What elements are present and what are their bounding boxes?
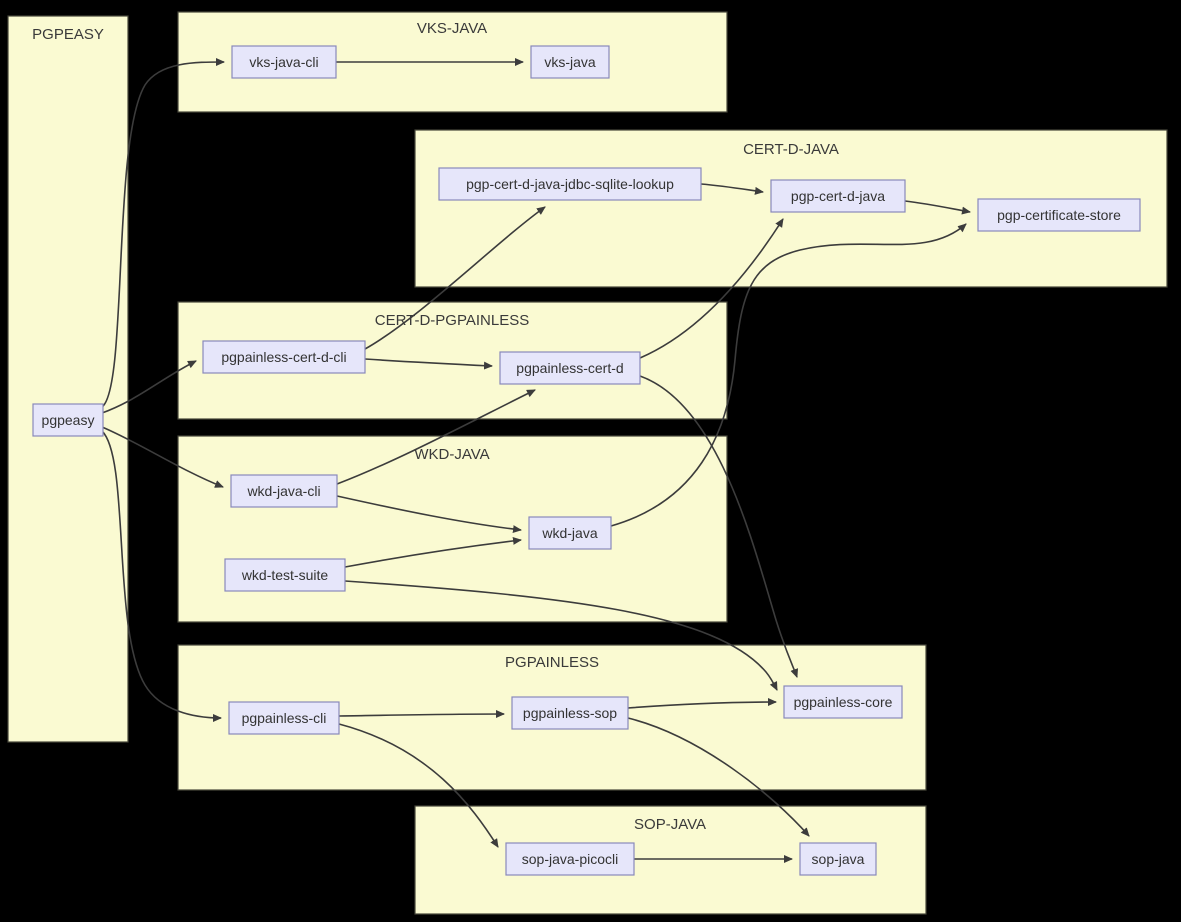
node-pgp-cert-d-java-label: pgp-cert-d-java	[791, 188, 885, 204]
edge-wkd-test-suite-pgpainless-core	[344, 580, 778, 691]
node-pgpainless-sop: pgpainless-sop	[511, 696, 629, 730]
node-pgp-certificate-store-label: pgp-certificate-store	[997, 207, 1121, 223]
node-sop-java-picocli-box	[505, 842, 635, 876]
edge-pgp-cert-d-java-pgp-certificate-store	[904, 200, 971, 215]
cluster-sop-java-label: SOP-JAVA	[634, 816, 706, 833]
edge-pgpainless-sop-sop-java	[627, 717, 810, 837]
edge-wkd-test-suite-wkd-java	[344, 536, 522, 568]
node-wkd-java-label: wkd-java	[541, 525, 597, 541]
node-wkd-java-cli-label: wkd-java-cli	[246, 483, 320, 499]
edge-pgpainless-cli-pgpainless-sop	[338, 710, 505, 719]
node-vks-java-cli: vks-java-cli	[231, 45, 337, 79]
node-pgpeasy-label: pgpeasy	[42, 412, 95, 428]
cluster-wkd-java-label: WKD-JAVA	[414, 446, 489, 463]
node-sop-java-picocli-label: sop-java-picocli	[522, 851, 618, 867]
node-pgp-certificate-store: pgp-certificate-store	[977, 198, 1141, 232]
node-pgpainless-cli: pgpainless-cli	[228, 701, 340, 735]
node-wkd-java-box	[528, 516, 612, 550]
node-pgpainless-cert-d-cli-box	[202, 340, 366, 374]
node-pgpainless-cli-label: pgpainless-cli	[242, 710, 327, 726]
edge-pgpainless-sop-pgpainless-core	[627, 698, 777, 709]
node-pgpainless-cert-d-cli-label: pgpainless-cert-d-cli	[221, 349, 346, 365]
node-pgp-certificate-store-box	[977, 198, 1141, 232]
node-vks-java-cli-box	[231, 45, 337, 79]
edge-wkd-java-pgp-certificate-store	[610, 223, 967, 527]
node-vks-java-box	[530, 45, 610, 79]
node-sop-java-label: sop-java	[812, 851, 865, 867]
node-pgpeasy: pgpeasy	[32, 403, 104, 437]
node-pgpainless-sop-box	[511, 696, 629, 730]
node-vks-java: vks-java	[530, 45, 610, 79]
node-vks-java-label: vks-java	[544, 54, 596, 70]
node-pgpainless-cert-d-label: pgpainless-cert-d	[516, 360, 623, 376]
node-pgpainless-cert-d-cli: pgpainless-cert-d-cli	[202, 340, 366, 374]
node-wkd-java-cli-box	[230, 474, 338, 508]
node-pgp-cert-d-java: pgp-cert-d-java	[770, 179, 906, 213]
node-wkd-test-suite-label: wkd-test-suite	[241, 567, 329, 583]
node-pgp-cert-d-java-jdbc-sqlite-lookup: pgp-cert-d-java-jdbc-sqlite-lookup	[438, 167, 702, 201]
node-pgp-cert-d-java-jdbc-sqlite-lookup-box	[438, 167, 702, 201]
node-wkd-test-suite: wkd-test-suite	[224, 558, 346, 592]
node-wkd-test-suite-box	[224, 558, 346, 592]
edge-pgpeasy-pgpainless-cli	[101, 430, 222, 722]
node-pgpainless-cli-box	[228, 701, 340, 735]
node-sop-java: sop-java	[799, 842, 877, 876]
node-sop-java-box	[799, 842, 877, 876]
node-vks-java-cli-label: vks-java-cli	[249, 54, 318, 70]
edge-pgpainless-cert-d-cli-pgpainless-cert-d	[364, 358, 493, 370]
edge-pgpeasy-wkd-java-cli	[101, 426, 224, 488]
node-pgpainless-core-box	[783, 685, 903, 719]
edge-pgpeasy-vks-java-cli	[101, 58, 225, 408]
node-wkd-java-cli: wkd-java-cli	[230, 474, 338, 508]
edge-pgpainless-cert-d-pgp-cert-d-java	[639, 218, 784, 359]
cluster-wkd-java: WKD-JAVA	[177, 435, 728, 623]
node-pgpainless-cert-d: pgpainless-cert-d	[499, 351, 641, 385]
node-pgp-cert-d-java-box	[770, 179, 906, 213]
node-pgpainless-core: pgpainless-core	[783, 685, 903, 719]
edge-wkd-java-cli-pgpainless-cert-d	[336, 389, 536, 485]
cluster-pgpeasy-label: PGPEASY	[32, 26, 104, 43]
node-pgpeasy-box	[32, 403, 104, 437]
cluster-vks-java-label: VKS-JAVA	[417, 20, 487, 37]
node-pgpainless-core-label: pgpainless-core	[794, 694, 893, 710]
edge-pgpainless-cert-d-pgpainless-core	[639, 375, 799, 678]
edge-pgp-cert-d-java-jdbc-sqlite-lookup-pgp-cert-d-java	[700, 183, 764, 195]
cluster-wkd-java-box	[177, 435, 728, 623]
edge-pgpainless-cert-d-cli-pgp-cert-d-java-jdbc-sqlite-lookup	[364, 206, 546, 350]
edge-pgpainless-cli-sop-java-picocli	[338, 723, 499, 848]
node-pgp-cert-d-java-jdbc-sqlite-lookup-label: pgp-cert-d-java-jdbc-sqlite-lookup	[466, 176, 674, 192]
edge-wkd-java-cli-wkd-java	[336, 495, 522, 534]
edge-pgpeasy-pgpainless-cert-d-cli	[101, 360, 197, 414]
cluster-pgpainless-label: PGPAINLESS	[505, 654, 599, 671]
node-wkd-java: wkd-java	[528, 516, 612, 550]
cluster-pgpeasy-box	[7, 15, 129, 743]
node-pgpainless-sop-label: pgpainless-sop	[523, 705, 617, 721]
node-pgpainless-cert-d-box	[499, 351, 641, 385]
cluster-cert-d-java-label: CERT-D-JAVA	[743, 141, 839, 158]
node-sop-java-picocli: sop-java-picocli	[505, 842, 635, 876]
cluster-pgpeasy: PGPEASY	[7, 15, 129, 743]
